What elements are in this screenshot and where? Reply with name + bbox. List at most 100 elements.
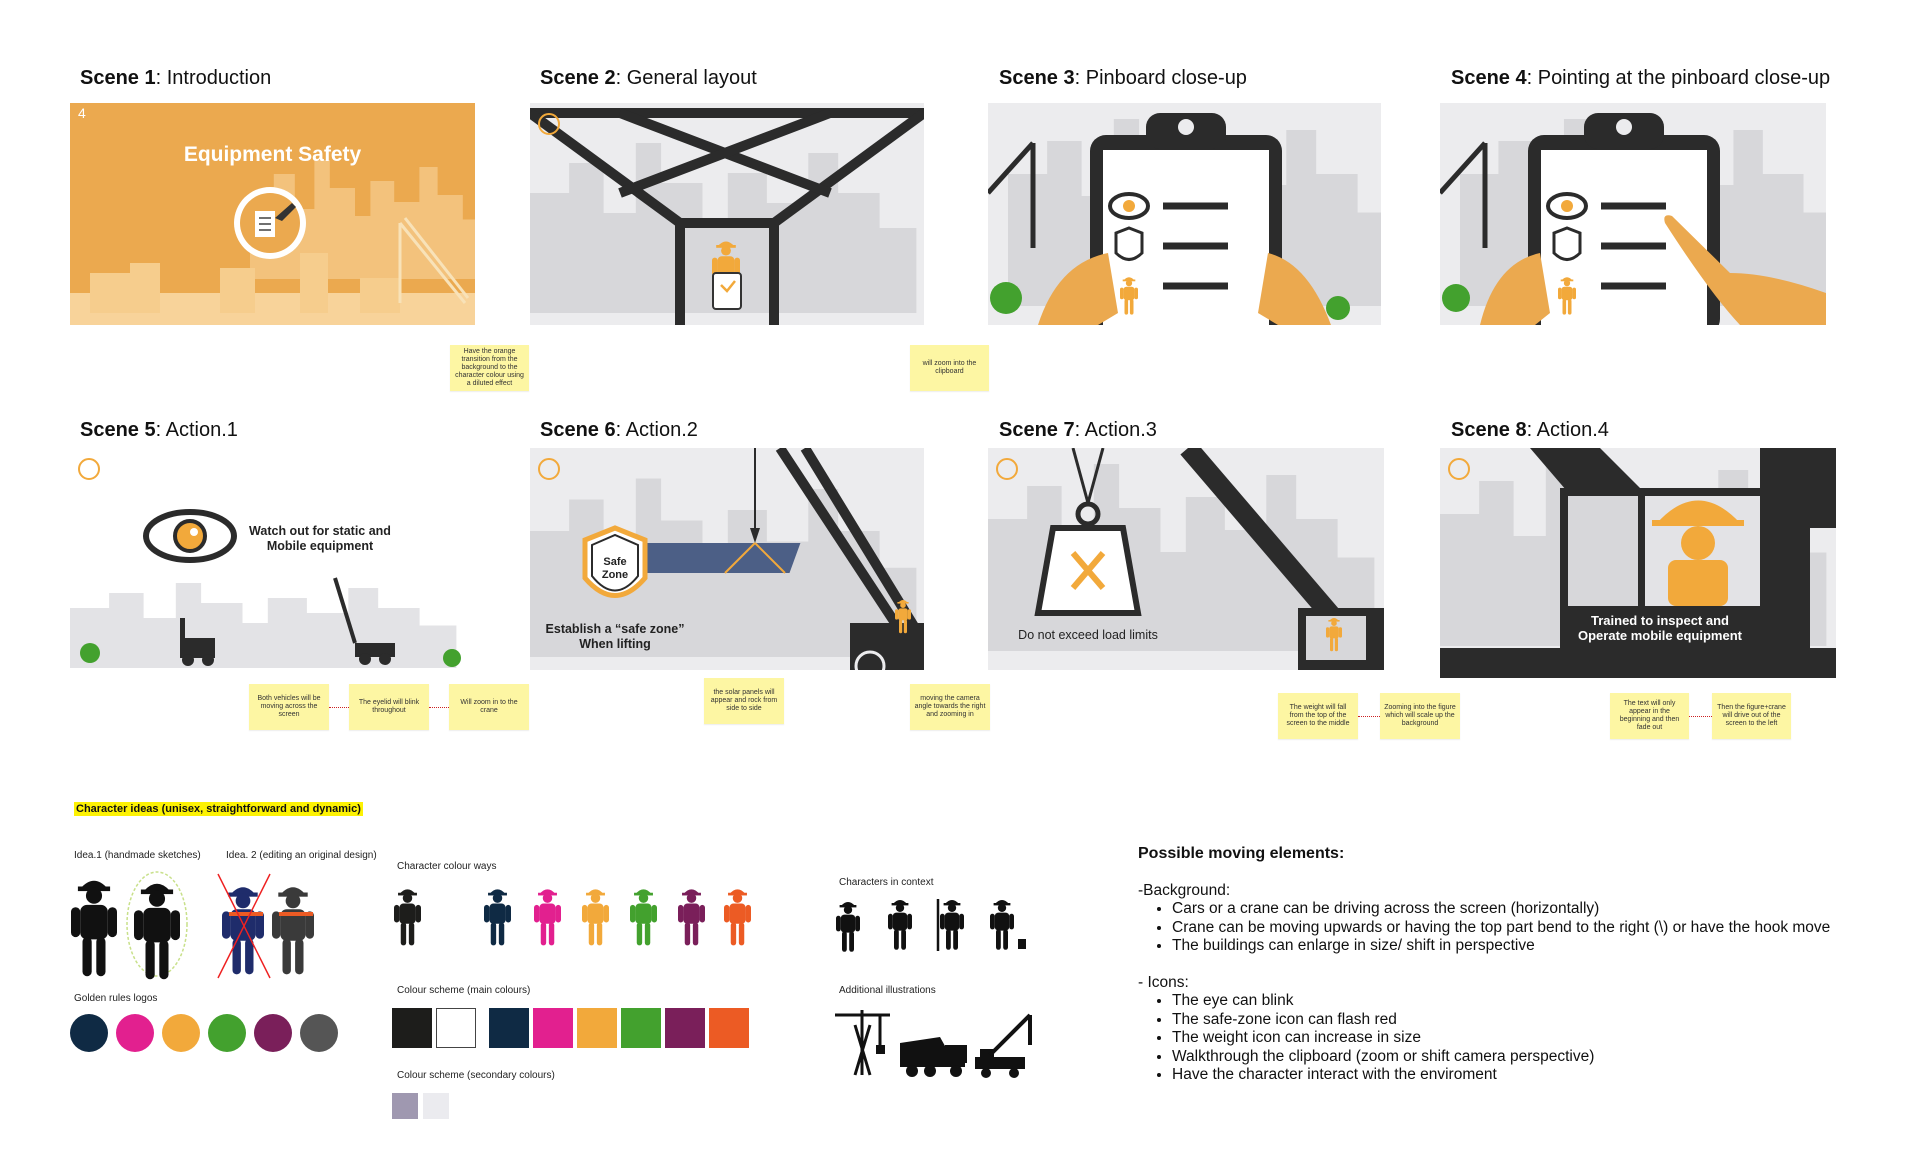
safe-zone-icon [582,525,648,598]
list-item: Cars or a crane can be driving across th… [1172,900,1838,919]
caption-line: Operate mobile equipment [1578,628,1742,643]
slide-number: 4 [78,105,86,121]
scene-1-frame: 4 Equipment Safety [70,103,475,325]
sticky-note: The eyelid will blink throughout [349,684,429,730]
sticky-note: moving the camera angle towards the righ… [910,684,990,730]
additional-illustrations-label: Additional illustrations [839,985,936,996]
sticky-note: Zooming into the figure which will scale… [1380,693,1460,739]
list-item: Crane can be moving upwards or having th… [1172,919,1838,938]
additional-illustrations [835,1010,1032,1078]
list-item: The weight icon can increase in size [1172,1029,1838,1048]
golden-rules-label: Golden rules logos [74,993,158,1004]
list-item: Have the character interact with the env… [1172,1066,1838,1085]
colour-ways-label: Character colour ways [397,861,497,872]
scene-4-title: Scene 4: Pointing at the pinboard close-… [1451,66,1830,90]
golden-rule-icon [538,113,560,135]
background-list: Cars or a crane can be driving across th… [1138,900,1838,956]
idea-2-label: Idea. 2 (editing an original design) [226,850,377,861]
sticky-note: Have the orange transition from the back… [450,345,529,391]
colour-scheme-secondary-label: Colour scheme (secondary colours) [397,1070,555,1081]
logo-badge [116,1014,154,1052]
logo-badge [300,1014,338,1052]
icons-label: - Icons: [1138,973,1189,991]
icons-list: The eye can blink The safe-zone icon can… [1138,992,1838,1085]
golden-rule-icon [996,458,1018,480]
solar-panels [634,543,801,573]
safe-zone-line: Zone [601,569,629,581]
logo-badge [162,1014,200,1052]
scene-name: : Action.4 [1526,419,1609,441]
idea-1-label: Idea.1 (handmade sketches) [74,850,201,861]
scene-name: : Pinboard close-up [1074,67,1247,89]
scene-label: Scene 1 [80,67,156,89]
scene-name: : Pointing at the pinboard close-up [1526,67,1831,89]
scene-5-title: Scene 5: Action.1 [80,418,238,442]
sticky-note: Will zoom in to the crane [449,684,529,730]
golden-rule-icon [538,458,560,480]
scene-7-frame: Do not exceed load limits [988,448,1384,670]
golden-rule-icon [78,458,100,480]
golden-rules-logos [70,1014,350,1054]
scene-name: : General layout [615,67,757,89]
scene-name: : Action.2 [615,419,698,441]
note-connector [329,707,349,708]
scene-3-title: Scene 3: Pinboard close-up [999,66,1247,90]
scene-label: Scene 3 [999,67,1075,89]
scene-1-title: Scene 1: Introduction [80,66,271,90]
colour-scheme-main-label: Colour scheme (main colours) [397,985,531,996]
colour-swatch [577,1008,617,1048]
colour-swatch [621,1008,661,1048]
caption-line: When lifting [579,637,651,651]
scene-label: Scene 8 [1451,419,1527,441]
moving-elements-heading: Possible moving elements: [1138,845,1345,862]
scene-label: Scene 6 [540,419,616,441]
scene-label: Scene 2 [540,67,616,89]
scene-label: Scene 4 [1451,67,1527,89]
colour-swatch [665,1008,705,1048]
logo-badge [70,1014,108,1052]
list-item: The eye can blink [1172,992,1838,1011]
idea-sketches [71,871,314,980]
crane-structure [530,108,924,325]
sticky-note: The weight will fall from the top of the… [1278,693,1358,739]
scene-name: : Action.3 [1074,419,1157,441]
sticky-note: will zoom into the clipboard [910,345,989,391]
safe-zone-line: Safe [603,556,627,568]
characters-in-context [836,899,1026,952]
character-ideas-heading: Character ideas (unisex, straightforward… [74,802,363,816]
colour-swatch [423,1093,449,1119]
scene-3-frame [988,103,1381,325]
scene-2-title: Scene 2: General layout [540,66,757,90]
colour-swatch [533,1008,573,1048]
s6-caption: Establish a “safe zone”When lifting [530,622,700,652]
note-connector [1689,716,1712,717]
scene-4-frame [1440,103,1826,325]
colour-swatch [392,1093,418,1119]
background-label: -Background: [1138,881,1231,899]
logo-badge [208,1014,246,1052]
s7-caption: Do not exceed load limits [1018,628,1158,642]
logo-badge [254,1014,292,1052]
colour-swatch [392,1008,432,1048]
moving-elements-panel: Possible moving elements: -Background: C… [1138,845,1838,1085]
scene-label: Scene 7 [999,419,1075,441]
caption-line: Establish a “safe zone” [545,622,685,636]
list-item: The buildings can enlarge in size/ shift… [1172,937,1838,956]
scene-8-title: Scene 8: Action.4 [1451,418,1609,442]
scene-7-title: Scene 7: Action.3 [999,418,1157,442]
scene-label: Scene 5 [80,419,156,441]
scene-name: : Introduction [155,67,272,89]
note-connector [429,707,449,708]
caption-line: Trained to inspect and [1591,613,1729,628]
colour-swatch [436,1008,476,1048]
character-colour-ways [394,889,751,946]
intro-title: Equipment Safety [183,143,362,166]
sticky-note: Both vehicles will be moving across the … [249,684,329,730]
sticky-note: Then the figure+crane will drive out of … [1712,693,1791,739]
characters-in-context-label: Characters in context [839,877,934,888]
